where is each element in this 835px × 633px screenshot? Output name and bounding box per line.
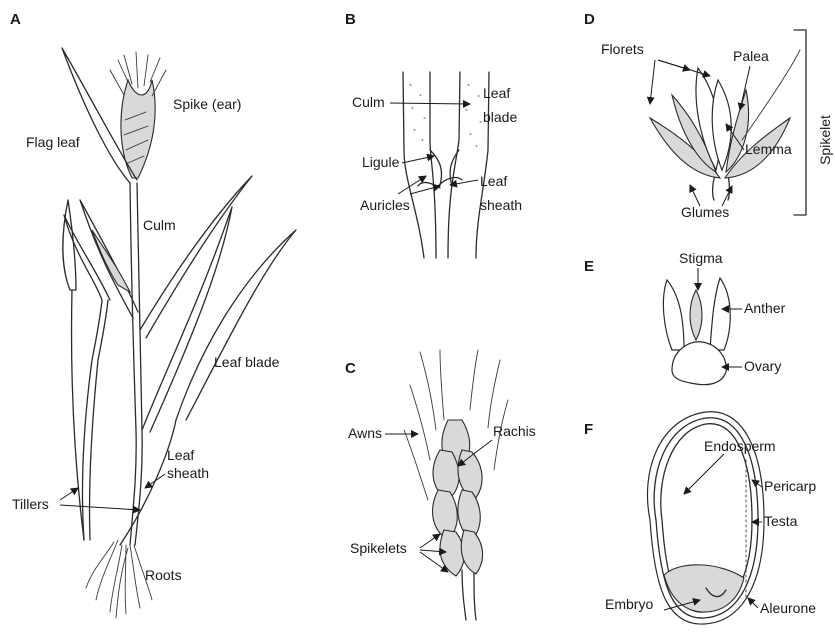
label-rachis: Rachis xyxy=(493,423,536,439)
panel-d-letter: D xyxy=(584,11,595,28)
label-roots: Roots xyxy=(145,567,182,583)
label-flag-leaf: Flag leaf xyxy=(26,134,80,150)
label-florets: Florets xyxy=(601,41,644,57)
label-leaf-blade-b-line2: blade xyxy=(483,109,517,125)
panel-e-letter: E xyxy=(584,258,594,275)
spikelet-drawing xyxy=(650,50,800,200)
label-culm-b: Culm xyxy=(352,94,385,110)
label-aleurone: Aleurone xyxy=(760,600,816,616)
panel-b: B Culm Leaf blade Ligule Leaf sheath Aur… xyxy=(345,11,522,258)
panel-a-letter: A xyxy=(10,11,21,28)
label-palea: Palea xyxy=(733,48,769,64)
panel-c-letter: C xyxy=(345,360,356,377)
label-leaf-blade-b-line1: Leaf xyxy=(483,85,510,101)
label-leaf-sheath-b-line2: sheath xyxy=(480,197,522,213)
label-embryo: Embryo xyxy=(605,596,653,612)
panel-d: D Florets Palea Lemma Glumes Spikelet xyxy=(584,11,833,220)
junction-drawing xyxy=(403,72,489,258)
panel-a-arrows xyxy=(60,474,165,510)
label-leaf-blade-a: Leaf blade xyxy=(214,354,280,370)
plant-drawing xyxy=(62,48,296,618)
label-tillers: Tillers xyxy=(12,496,49,512)
label-pericarp: Pericarp xyxy=(764,478,816,494)
label-stigma: Stigma xyxy=(679,250,723,266)
label-ligule: Ligule xyxy=(362,154,400,170)
label-testa: Testa xyxy=(764,513,798,529)
label-leaf-sheath-b-line1: Leaf xyxy=(480,173,507,189)
panel-f: F Endosperm Pericarp Testa Embryo Aleuro… xyxy=(584,412,816,624)
panel-b-letter: B xyxy=(345,11,356,28)
label-endosperm: Endosperm xyxy=(704,438,776,454)
label-awns: Awns xyxy=(348,425,382,441)
panel-c: C Awns Rachis Spikelets xyxy=(345,350,536,620)
label-anther: Anther xyxy=(744,300,786,316)
panel-f-letter: F xyxy=(584,421,593,438)
label-culm-a: Culm xyxy=(143,217,176,233)
label-ovary: Ovary xyxy=(744,358,781,374)
label-glumes: Glumes xyxy=(681,204,729,220)
label-leaf-sheath-a-line1: Leaf xyxy=(167,447,194,463)
panel-a: A Sp xyxy=(10,11,296,618)
label-spikelets: Spikelets xyxy=(350,540,407,556)
label-spike: Spike (ear) xyxy=(173,96,241,112)
spike-head xyxy=(121,80,155,178)
flower-drawing xyxy=(663,278,730,385)
label-spikelet: Spikelet xyxy=(817,115,833,165)
spike-detail-drawing xyxy=(404,350,508,620)
panel-e: E Stigma Anther Ovary xyxy=(584,250,786,385)
label-leaf-sheath-a-line2: sheath xyxy=(167,465,209,481)
label-auricles: Auricles xyxy=(360,197,410,213)
label-lemma: Lemma xyxy=(745,141,792,157)
